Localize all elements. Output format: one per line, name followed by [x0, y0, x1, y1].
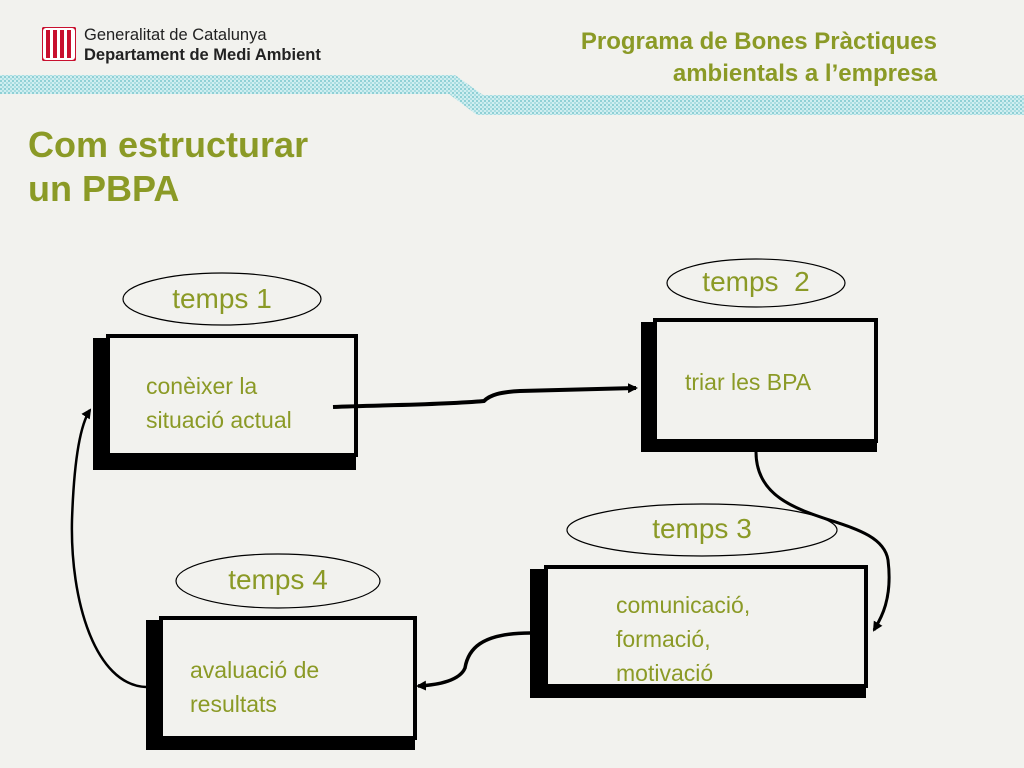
arrow-step2-to-step3 — [754, 451, 891, 632]
time-oval-4 — [175, 553, 381, 609]
step-2-text-line-1: triar les BPA — [685, 369, 812, 395]
step-4-text-line-1: avaluació de — [190, 657, 320, 683]
step-3-text-line-3: motivació — [616, 660, 714, 686]
program-title: Programa de Bones Pràctiques ambientals … — [477, 26, 937, 90]
arrow-step3-to-step4 — [416, 631, 531, 691]
time-oval-1 — [122, 272, 322, 326]
step-box-4 — [146, 616, 417, 750]
slide-title: Com estructurar un PBPA — [28, 123, 308, 211]
step-3-text: comunicació, formació, motivació — [616, 588, 750, 690]
step-1-text: conèixer la situació actual — [146, 369, 292, 437]
step-box-1 — [93, 334, 358, 470]
time-oval-3 — [566, 503, 838, 557]
program-title-line-1: Programa de Bones Pràctiques — [580, 28, 937, 55]
arrow-step4-to-step1 — [70, 408, 147, 689]
step-3-text-line-2: formació, — [616, 626, 711, 652]
time-label-1: temps 1 — [172, 283, 272, 314]
time-label-4: temps 4 — [228, 564, 328, 595]
org-name: Generalitat de Catalunya — [84, 26, 267, 44]
program-title-line-2: ambientals a l’empresa — [672, 60, 937, 87]
step-1-text-line-1: conèixer la — [146, 373, 258, 399]
slide-title-line-2: un PBPA — [28, 168, 180, 209]
step-1-text-line-2: situació actual — [146, 407, 292, 433]
step-4-text: avaluació de resultats — [190, 653, 319, 721]
step-4-text-line-2: resultats — [190, 691, 277, 717]
department-name: Departament de Medi Ambient — [84, 46, 321, 64]
time-oval-2 — [666, 258, 846, 308]
step-2-text: triar les BPA — [685, 365, 811, 399]
step-box-3 — [530, 565, 868, 698]
header-band — [0, 75, 1024, 115]
slide-title-line-1: Com estructurar — [28, 124, 309, 165]
arrow-step1-to-step2 — [332, 383, 638, 409]
generalitat-stripes-icon — [42, 27, 76, 61]
step-box-2 — [641, 318, 878, 452]
step-3-text-line-1: comunicació, — [616, 592, 751, 618]
time-label-3: temps 3 — [652, 513, 752, 544]
time-label-2: temps 2 — [702, 266, 810, 297]
